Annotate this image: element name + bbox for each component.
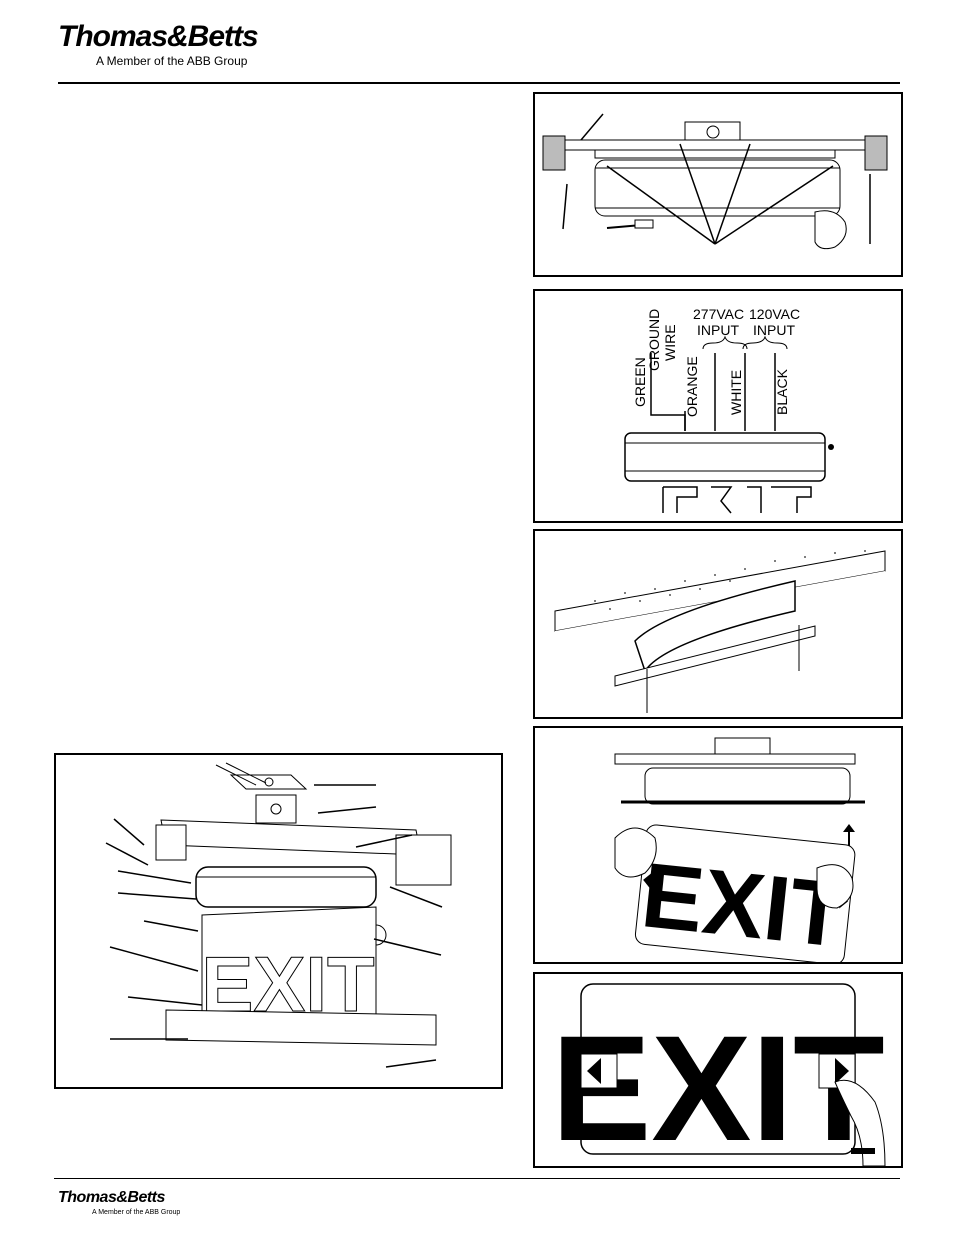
footer-rule xyxy=(54,1178,900,1179)
ground-wire-label-1: GROUND xyxy=(646,309,662,371)
mounting-detail-drawing xyxy=(542,113,888,250)
attach-panel-drawing: EXIT xyxy=(614,737,865,962)
header-rule xyxy=(58,82,900,84)
header-logo: Thomas&Betts A Member of the ABB Group xyxy=(58,22,298,70)
figure-ceiling-recess xyxy=(533,529,903,719)
header-brand-name: Thomas&Betts xyxy=(58,20,259,53)
figure-exploded-view: EXIT xyxy=(54,753,503,1089)
exploded-view-drawing: EXIT xyxy=(105,762,452,1068)
ground-wire-label-2: WIRE xyxy=(662,324,678,361)
figure-mounting-detail xyxy=(533,92,903,277)
input-120-label-2: INPUT xyxy=(753,322,795,338)
wire-label-black: BLACK xyxy=(774,368,790,415)
wire-label-green: GREEN xyxy=(632,357,648,407)
wiring-drawing: GREEN GROUND WIRE ORANGE WHITE BLACK 277… xyxy=(624,306,834,514)
wire-label-orange: ORANGE xyxy=(684,356,700,417)
ceiling-recess-drawing xyxy=(554,550,886,713)
footer-logo: Thomas&Betts A Member of the ABB Group xyxy=(58,1190,188,1220)
attach-exit-text: EXIT xyxy=(637,844,851,962)
wire-label-white: WHITE xyxy=(728,370,744,415)
figure-wiring: GREEN GROUND WIRE ORANGE WHITE BLACK 277… xyxy=(533,289,903,523)
input-120-label-1: 120VAC xyxy=(749,306,800,322)
input-277-label-2: INPUT xyxy=(697,322,739,338)
figure-exit-face: EXIT xyxy=(533,972,903,1168)
header-brand-tagline: A Member of the ABB Group xyxy=(96,54,248,68)
exit-face-drawing: EXIT xyxy=(551,983,886,1166)
footer-brand-tagline: A Member of the ABB Group xyxy=(92,1209,181,1216)
figure-attach-panel: EXIT xyxy=(533,726,903,964)
input-277-label-1: 277VAC xyxy=(693,306,744,322)
footer-brand-name: Thomas&Betts xyxy=(58,1189,165,1206)
